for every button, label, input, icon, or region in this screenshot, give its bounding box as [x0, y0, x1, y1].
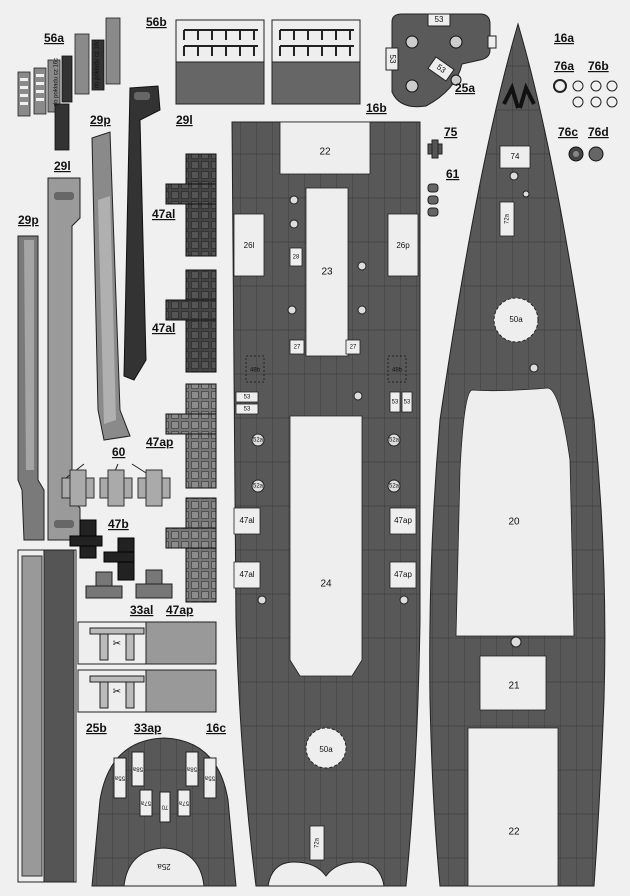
part-label-29p-top: 29p	[90, 113, 111, 127]
part-75: 75	[427, 125, 458, 159]
label-20: 20	[508, 517, 520, 528]
part-label-29p: 29p	[18, 213, 39, 227]
label-22-hull: 22	[508, 827, 520, 838]
scissor-icon-1: ✂	[113, 639, 121, 650]
part-label-33ap: 33ap	[134, 721, 161, 735]
part-label-29l-top: 29l	[176, 113, 193, 127]
label-53-deck-b: 53	[244, 407, 251, 413]
label-25a-bottom: 25a	[157, 862, 171, 871]
part-label-60: 60	[112, 445, 126, 459]
label-24: 24	[320, 579, 332, 590]
label-53-deck-r2: 53	[404, 400, 411, 406]
label-48b-l: 48b	[250, 368, 261, 374]
part-label-47al-2: 47al	[152, 321, 175, 335]
part-61: 61	[427, 167, 460, 217]
part-60: 60	[61, 445, 171, 507]
label-53-side: 53	[388, 55, 397, 64]
part-label-47b: 47b	[108, 517, 129, 531]
part-label-47al-1: 47al	[152, 207, 175, 221]
label-50a-hull: 50a	[509, 315, 523, 324]
label-72a-deck: 72a	[315, 837, 321, 848]
label-58a-r: 58a	[186, 765, 197, 771]
label-26l: 26l	[244, 241, 255, 250]
part-56a: 56a do pokładu cz 16c do pokładu cz 16c	[17, 17, 121, 151]
part-33: 33al ✂ ✂ 33ap	[77, 603, 217, 735]
part-29l-29p-long: 29l 29p	[17, 159, 81, 541]
part-label-76b: 76b	[588, 59, 609, 73]
part-label-61: 61	[446, 167, 460, 181]
label-53-top: 53	[435, 15, 444, 24]
label-23: 23	[321, 267, 333, 278]
glue-note-1: do pokładu cz 16c	[54, 58, 60, 106]
label-55a-l: 55a	[114, 774, 125, 780]
label-52a-4: 52a	[389, 484, 400, 490]
label-53-deck-r1: 53	[392, 400, 399, 406]
label-50a-deck: 50a	[319, 745, 333, 754]
part-16b: 16b 22 23 26l 26p 24 27 27 28 53 53 53 5…	[231, 101, 421, 887]
label-26p: 26p	[396, 241, 410, 250]
part-25a-top: 53 53 53 25a	[385, 13, 497, 108]
part-label-76c: 76c	[558, 125, 578, 139]
label-28: 28	[293, 255, 300, 261]
label-74: 74	[511, 152, 520, 161]
label-27-r: 27	[350, 345, 357, 351]
label-47ap-deck-2: 47ap	[394, 570, 412, 579]
part-label-29l: 29l	[54, 159, 71, 173]
part-47b: 47b	[69, 517, 173, 599]
part-label-25b: 25b	[86, 721, 107, 735]
label-55a-r: 55a	[204, 774, 215, 780]
label-48b-r: 48b	[392, 368, 403, 374]
part-label-16c: 16c	[206, 721, 226, 735]
label-52a-3: 52a	[389, 438, 400, 444]
label-47al-deck-1: 47al	[239, 516, 254, 525]
label-53-deck-a: 53	[244, 395, 251, 401]
part-label-75: 75	[444, 125, 458, 139]
label-47al-deck-2: 47al	[239, 570, 254, 579]
label-52a-1: 52a	[253, 438, 264, 444]
part-16a: 16a 74 72a 50a 20 21 22	[429, 22, 606, 887]
part-16c: 16c 25a 55a 58a 58a 55a 57a 57a 70	[91, 721, 237, 887]
part-label-76a: 76a	[554, 59, 574, 73]
part-47-blocks: 47al 47al 47ap 47ap	[146, 153, 217, 617]
glue-note-2: do pokładu cz 16c	[95, 40, 101, 88]
part-label-47ap-2: 47ap	[166, 603, 193, 617]
part-label-25a: 25a	[455, 81, 475, 95]
part-56b: 56b	[146, 15, 361, 105]
part-29p-29l-top: 29p 29l	[90, 85, 193, 441]
label-72a-hull: 72a	[505, 213, 511, 224]
label-57a-r: 57a	[178, 799, 189, 805]
part-label-47ap-1: 47ap	[146, 435, 173, 449]
part-label-16a: 16a	[554, 31, 574, 45]
part-label-16b: 16b	[366, 101, 387, 115]
label-57a-l: 57a	[140, 799, 151, 805]
scissor-icon-2: ✂	[113, 687, 121, 698]
label-21: 21	[508, 681, 520, 692]
part-76: 76a 76b 76c 76d	[553, 59, 618, 162]
label-22-top: 22	[319, 147, 331, 158]
label-47ap-deck-1: 47ap	[394, 516, 412, 525]
label-70: 70	[161, 803, 168, 809]
part-label-56b: 56b	[146, 15, 167, 29]
part-label-76d: 76d	[588, 125, 609, 139]
label-52a-2: 52a	[253, 484, 264, 490]
part-label-33al: 33al	[130, 603, 153, 617]
label-58a-l: 58a	[132, 765, 143, 771]
part-label-56a: 56a	[44, 31, 64, 45]
label-27-l: 27	[294, 345, 301, 351]
part-25b: 25b	[17, 549, 107, 883]
